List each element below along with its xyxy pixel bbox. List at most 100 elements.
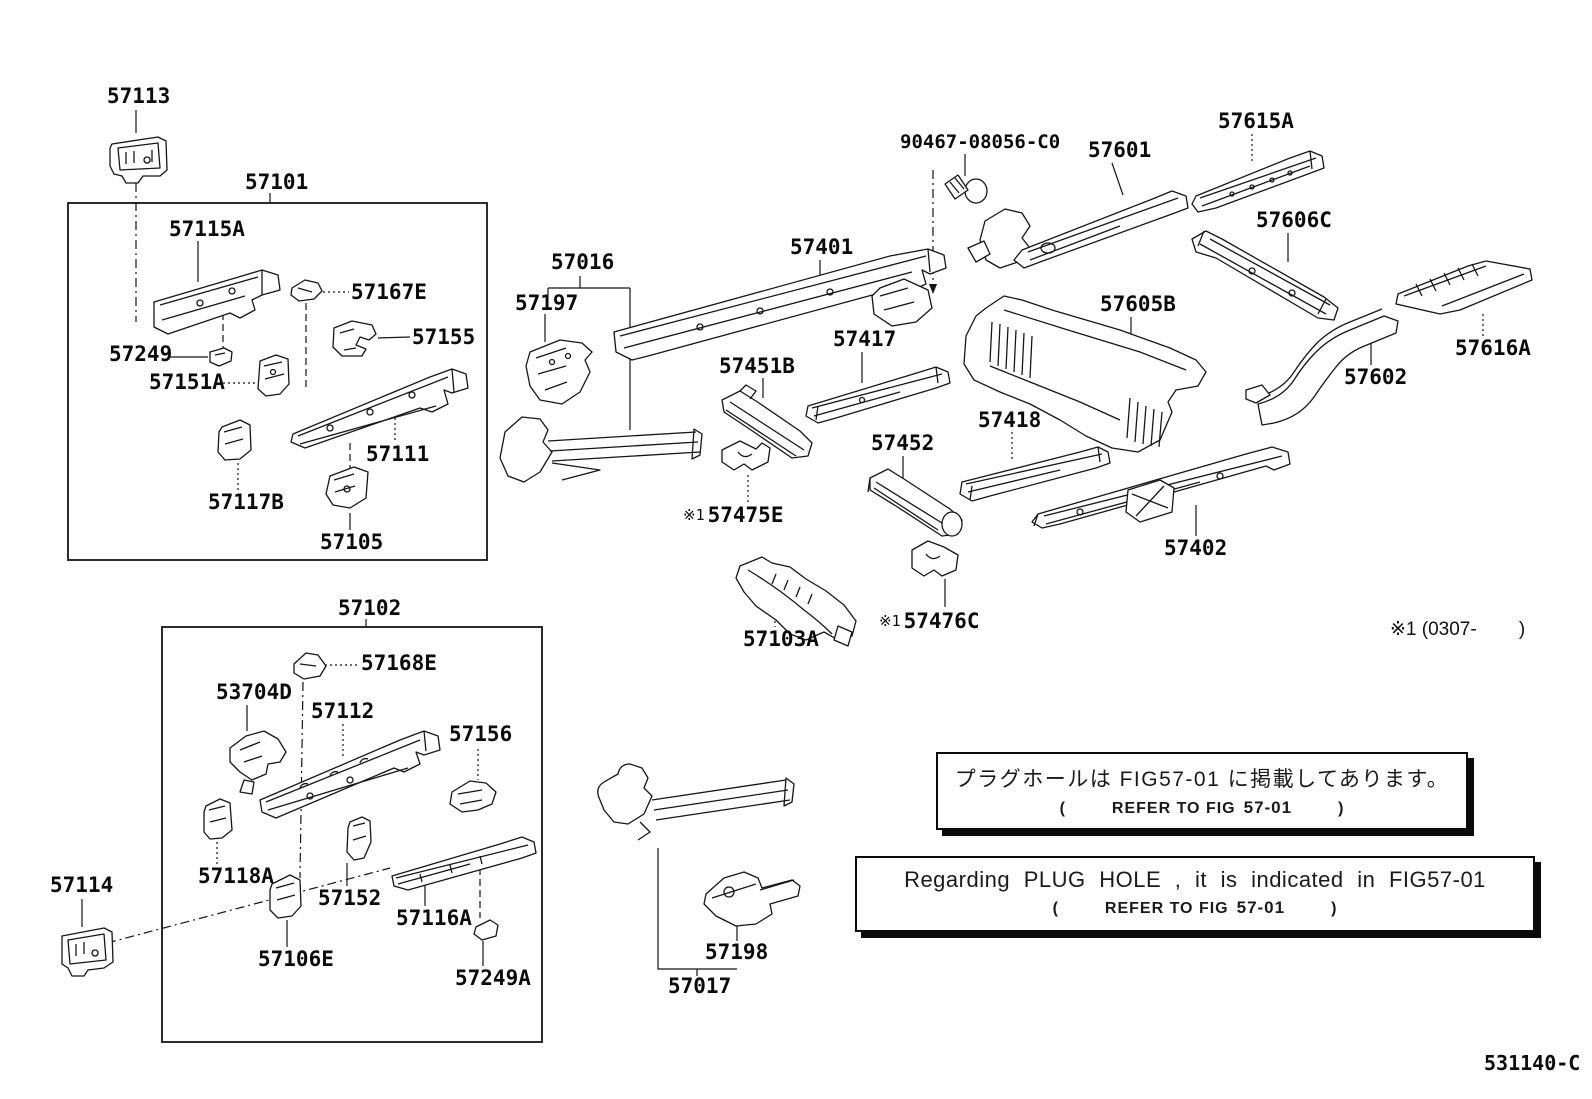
part-drawing-57249A xyxy=(473,919,499,941)
part-drawing-57452 xyxy=(867,468,963,537)
part-drawing-57152 xyxy=(346,816,372,861)
part-label-57115A: 57115A xyxy=(169,217,245,241)
part-label-57418: 57418 xyxy=(978,408,1042,432)
part-drawing-57475E xyxy=(721,440,771,471)
part-drawing-57103A xyxy=(735,556,857,647)
part-label-57601: 57601 xyxy=(1088,138,1152,162)
part-drawing-57116A xyxy=(391,836,537,891)
part-label-57168E: 57168E xyxy=(361,651,437,675)
part-drawing-57106E xyxy=(269,874,302,919)
part-drawing-57602 xyxy=(1245,308,1399,426)
part-label-57113: 57113 xyxy=(107,84,171,108)
part-label-57016: 57016 xyxy=(551,250,615,274)
footnote-mark: ※1 xyxy=(683,506,705,524)
part-label-57167E: 57167E xyxy=(351,280,427,304)
part-drawing-57601 xyxy=(967,190,1189,269)
part-drawing-57156 xyxy=(449,780,497,813)
part-drawing-57615A xyxy=(1191,150,1325,213)
group-label-57102: 57102 xyxy=(338,596,402,620)
part-label-57249A: 57249A xyxy=(455,966,531,990)
part-label-57451B: 57451B xyxy=(719,354,795,378)
part-drawing-57249 xyxy=(209,347,233,367)
part-label-57117B: 57117B xyxy=(208,490,284,514)
part-label-57616A: 57616A xyxy=(1455,336,1531,360)
part-label-57118A: 57118A xyxy=(198,864,274,888)
footnote-variant-range: ※1 (0307- ) xyxy=(1390,619,1526,640)
part-label-57105: 57105 xyxy=(320,530,384,554)
part-drawing-90467-bolt xyxy=(944,174,988,204)
part-drawing-57168E xyxy=(293,652,327,680)
part-label-57152: 57152 xyxy=(318,886,382,910)
part-drawing-53704D xyxy=(229,730,287,795)
part-label-57417: 57417 xyxy=(833,327,897,351)
part-label-57606C: 57606C xyxy=(1256,208,1332,232)
part-label-57017: 57017 xyxy=(668,974,732,998)
refer-fig-number: 57-01 xyxy=(1236,898,1286,917)
part-label-90467-08056-C0: 90467-08056-C0 xyxy=(900,131,1061,153)
note-jp-refer-line: ( REFER TO FIG 57-01) xyxy=(938,798,1466,818)
part-label-57198: 57198 xyxy=(705,940,769,964)
part-label-57111: 57111 xyxy=(366,442,430,466)
part-drawing-57198 xyxy=(703,871,801,927)
part-label-57103A: 57103A xyxy=(743,627,819,651)
part-label-57116A: 57116A xyxy=(396,906,472,930)
note-box-english: Regarding PLUG HOLE , it is indicated in… xyxy=(855,856,1535,932)
part-drawing-57401 xyxy=(613,248,947,361)
part-drawing-57113 xyxy=(109,136,168,184)
refer-text: REFER TO FIG xyxy=(1111,800,1236,817)
note-box-japanese: プラグホールは FIG57-01 に掲載してあります。 (REFER TO FI… xyxy=(936,752,1468,830)
part-drawing-57114 xyxy=(61,927,114,977)
part-drawing-57016-member xyxy=(499,416,703,483)
part-drawing-57402 xyxy=(1031,446,1291,529)
part-label-57114: 57114 xyxy=(50,873,114,897)
group-box-57102 xyxy=(161,626,543,1043)
part-drawing-57606C xyxy=(1191,230,1339,321)
part-drawing-57476C xyxy=(911,540,959,577)
part-drawing-57417 xyxy=(805,366,951,424)
part-label-57106E: 57106E xyxy=(258,947,334,971)
part-drawing-57451B xyxy=(721,384,813,459)
part-drawing-57112 xyxy=(259,730,441,819)
note-en-refer-line: ( REFER TO FIG 57-01) xyxy=(857,898,1533,918)
figure-code: 531140-C xyxy=(1484,1051,1581,1075)
part-drawing-57105 xyxy=(325,466,369,509)
part-drawing-57167E xyxy=(290,279,323,302)
part-label-57197: 57197 xyxy=(515,291,579,315)
footnote-mark: ※1 xyxy=(879,612,901,630)
part-drawing-57197 xyxy=(525,339,593,405)
part-drawing-57115A xyxy=(153,269,281,335)
part-label-57401: 57401 xyxy=(790,235,854,259)
group-boxes xyxy=(67,202,543,1043)
refer-text: REFER TO FIG xyxy=(1104,900,1229,917)
part-label-57156: 57156 xyxy=(449,722,513,746)
part-drawing-57605B xyxy=(963,295,1207,453)
paren-open: ( xyxy=(1052,900,1059,917)
group-box-57101 xyxy=(67,202,488,561)
part-drawing-57616A xyxy=(1395,260,1533,315)
part-drawing-57117B xyxy=(217,419,252,461)
paren-close: ) xyxy=(1331,900,1338,917)
paren-close: ) xyxy=(1338,800,1345,817)
part-label-57602: 57602 xyxy=(1344,365,1408,389)
part-label-57151A: 57151A xyxy=(149,370,225,394)
part-label-57155: 57155 xyxy=(412,325,476,349)
part-label-53704D: 53704D xyxy=(216,680,292,704)
part-number: 57476C xyxy=(903,609,980,633)
note-en-text: Regarding PLUG HOLE , it is indicated in… xyxy=(904,867,1486,892)
part-drawing-57418 xyxy=(959,446,1111,502)
part-drawing-57017-member xyxy=(597,763,795,841)
part-label-57249: 57249 xyxy=(109,342,173,366)
part-label-57615A: 57615A xyxy=(1218,109,1294,133)
part-drawing-57155 xyxy=(332,320,377,357)
part-label-57605B: 57605B xyxy=(1100,292,1176,316)
part-drawings xyxy=(61,136,1533,977)
part-label-57452: 57452 xyxy=(871,431,935,455)
part-drawing-57151A xyxy=(257,354,290,397)
group-label-57101: 57101 xyxy=(245,170,309,194)
refer-fig-number: 57-01 xyxy=(1243,798,1293,817)
paren-open: ( xyxy=(1059,800,1066,817)
